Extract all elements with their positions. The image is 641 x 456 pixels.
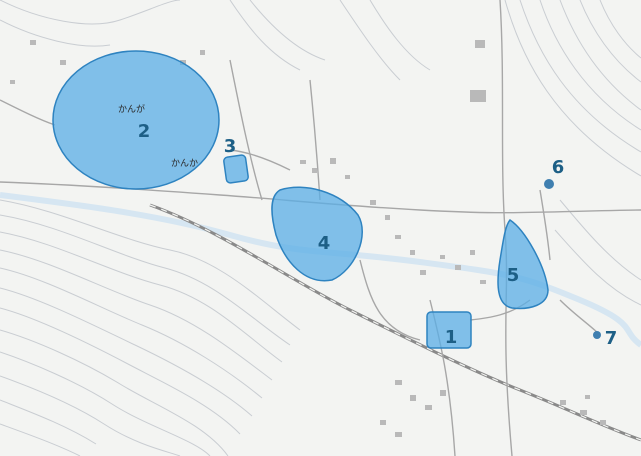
zone-label-1: 1 — [445, 327, 458, 348]
zone-5-area[interactable] — [497, 219, 549, 310]
map-annotation: かんが — [118, 103, 145, 115]
zone-label-2: 2 — [138, 121, 151, 142]
zone-label-4: 4 — [318, 233, 331, 254]
zone-6-marker[interactable] — [544, 179, 554, 189]
zone-label-3: 3 — [224, 136, 237, 157]
zone-7-marker[interactable] — [593, 331, 601, 339]
zone-2-area[interactable] — [52, 50, 220, 190]
zone-3-area[interactable] — [223, 154, 249, 184]
map-annotation: かんか — [171, 158, 198, 169]
zone-label-7: 7 — [605, 328, 618, 349]
river — [0, 192, 641, 348]
zone-1-area[interactable] — [426, 311, 472, 349]
zones — [52, 50, 549, 349]
zone-label-5: 5 — [507, 265, 520, 286]
railway-line — [149, 203, 641, 442]
zone-label-6: 6 — [552, 157, 565, 178]
zone-4-area[interactable] — [271, 186, 363, 282]
